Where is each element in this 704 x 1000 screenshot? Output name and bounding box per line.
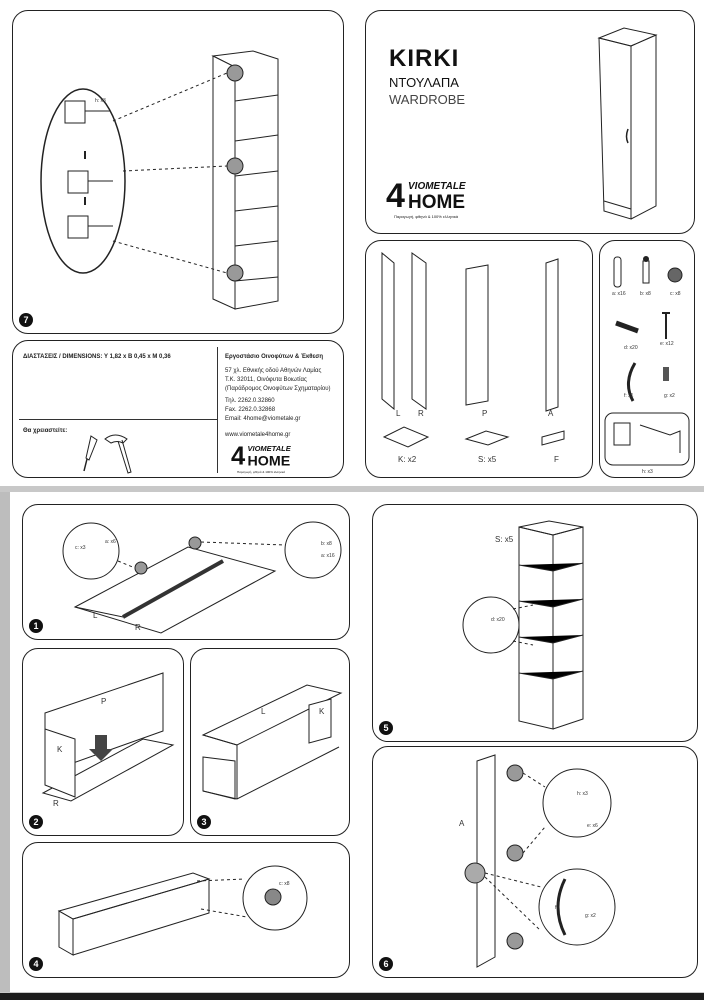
step-number: 4 [29, 957, 43, 971]
part-label-K: K [57, 745, 63, 754]
part-label-A: A [459, 819, 465, 828]
part-label-A: A [548, 409, 554, 418]
part-label-P: P [101, 697, 107, 706]
step-number: 3 [197, 815, 211, 829]
part-label-S: S: x5 [495, 535, 514, 544]
hardware-label-a: a: x16 [612, 291, 626, 297]
step-number: 5 [379, 721, 393, 735]
step-2-panel: P K R 2 [22, 648, 184, 836]
step-number: 1 [29, 619, 43, 633]
step-number: 6 [379, 957, 393, 971]
step-7-illustration [40, 50, 279, 310]
product-subtitle-gr: ΝΤΟΥΛΑΠΑ [389, 75, 459, 90]
hammer-icon [104, 434, 132, 474]
part-label-L: L [93, 611, 98, 620]
product-title: KIRKI [389, 45, 460, 72]
part-label-K: K: x2 [398, 455, 417, 464]
info-panel: ΔΙΑΣΤΑΣΕΙΣ / DIMENSIONS: Υ 1,82 x Β 0,45… [12, 340, 344, 478]
step-7-panel: h: x3 7 [12, 10, 344, 334]
page-gutter [0, 492, 10, 992]
hardware-panel: a: x16 b: x8 c: x8 d: x20 e: x12 f: x1 g… [599, 240, 695, 478]
part-count-label: b: x8 [321, 541, 332, 547]
part-label-R: R [53, 799, 59, 808]
screw-icon [662, 312, 670, 339]
cam-bolt-icon [642, 256, 650, 284]
hardware-label-d: d: x20 [624, 345, 638, 351]
shelf-pin-icon [615, 320, 639, 334]
step-1-illustration [62, 521, 342, 634]
step-4-illustration [57, 865, 308, 956]
hardware-label-h: h: x3 [642, 469, 653, 475]
step-number: 2 [29, 815, 43, 829]
step-1-panel: a: x6 c: x3 b: x8 a: x16 L R 1 [22, 504, 350, 640]
hardware-label-c: c: x8 [670, 291, 681, 297]
part-label-F: F [554, 455, 559, 464]
address-line: 57 χλ. Εθνικής οδού Αθηνών Λαμίας [225, 368, 322, 374]
part-label-P: P [482, 409, 488, 418]
part-count-label: e: x6 [587, 823, 598, 829]
part-count-label: c: x3 [75, 545, 86, 551]
website-link[interactable]: www.viometale4home.gr [225, 432, 291, 438]
screwdriver-icon [83, 435, 98, 472]
fax-text: Fax. 2262.0.32868 [225, 407, 276, 413]
tools-label: Θα χρειαστείτε: [23, 428, 68, 434]
part-count-label: g: x2 [585, 913, 596, 919]
part-count-label: c: x8 [279, 881, 290, 887]
part-count-label: h: x3 [577, 791, 588, 797]
step-2-illustration [41, 672, 175, 802]
part-label-f: f [555, 905, 557, 911]
hardware-label-b: b: x8 [640, 291, 651, 297]
hardware-label-f: f: x1 [624, 393, 634, 399]
hardware-illustration [604, 256, 690, 466]
page-2: a: x6 c: x3 b: x8 a: x16 L R 1 P K R 2 L… [10, 492, 704, 992]
step-5-panel: S: x5 d: x20 5 [372, 504, 698, 742]
hinge-count-label: h: x3 [95, 98, 106, 104]
hardware-label-e: e: x12 [660, 341, 674, 347]
company-name: Εργοστάσιο Οινοφύτων & Έκθεση [225, 354, 324, 360]
hardware-label-g: g: x2 [664, 393, 675, 399]
parts-illustration [381, 251, 565, 448]
step-6-illustration [464, 754, 616, 968]
step-6-panel: A h: x3 e: x6 g: x2 f 6 [372, 746, 698, 978]
part-label-L: L [396, 409, 401, 418]
part-label-S: S: x5 [478, 455, 497, 464]
step-number: 7 [19, 313, 33, 327]
page-1: h: x3 7 ΔΙΑΣΤΑΣΕΙΣ / DIMENSIONS: Υ 1,82 … [0, 0, 704, 486]
taskbar [0, 993, 704, 1000]
part-label-K: K [319, 707, 325, 716]
dimensions-text: ΔΙΑΣΤΑΣΕΙΣ / DIMENSIONS: Υ 1,82 x Β 0,45… [23, 354, 171, 360]
step-5-illustration [462, 520, 584, 730]
part-label-R: R [135, 623, 141, 632]
hinge-icon [613, 422, 681, 453]
phone-text: Τηλ. 2262.0.32860 [225, 398, 275, 404]
part-count-label: d: x20 [491, 617, 505, 623]
product-subtitle-en: WARDROBE [389, 92, 466, 107]
part-label-R: R [418, 409, 424, 418]
address-line: Τ.Κ. 32011, Οινόφυτα Βοιωτίας [225, 377, 307, 383]
handle-icon [627, 362, 637, 402]
address-line: (Παράδρομος Οινοφύτων Σχηματαρίου) [225, 386, 331, 392]
parts-panel: L R P A K: x2 S: x5 F [365, 240, 593, 478]
dowel-icon [613, 256, 622, 288]
part-label-L: L [261, 707, 266, 716]
wardrobe-illustration [597, 27, 658, 220]
part-count-label: a: x6 [105, 539, 116, 545]
step-3-panel: L K 3 [190, 648, 350, 836]
email-text: Email: 4home@viometale.gr [225, 416, 301, 422]
step-3-illustration [201, 684, 343, 800]
handle-screw-icon [663, 367, 669, 381]
step-4-panel: c: x8 4 [22, 842, 350, 978]
tools-illustration [83, 434, 132, 474]
cam-lock-icon [667, 267, 683, 283]
part-count-label: a: x16 [321, 553, 335, 559]
